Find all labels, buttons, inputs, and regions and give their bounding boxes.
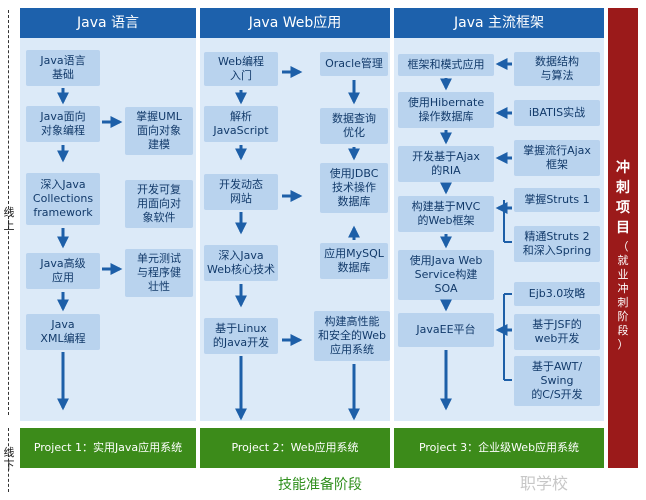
box-java-basics: Java语言基础: [26, 50, 100, 86]
online-divider-line: [8, 10, 9, 415]
box-oracle: Oracle管理: [320, 52, 388, 76]
offline-divider-line: [8, 428, 9, 492]
sprint-projects-bar: 冲刺项目 （就业冲刺阶段）: [608, 8, 638, 468]
online-label-text: 线上: [3, 206, 15, 232]
project-3-bar: Project 3：企业级Web应用系统: [394, 428, 604, 468]
box-struts1: 掌握Struts 1: [514, 188, 600, 212]
online-label: 线上: [2, 206, 16, 232]
box-javaee-platform: JavaEE平台: [398, 313, 494, 347]
offline-label: 线下: [2, 446, 16, 472]
sprint-subtitle: （就业冲刺阶段）: [617, 240, 629, 351]
project-1-bar: Project 1：实用Java应用系统: [20, 428, 196, 468]
box-query-optimization: 数据查询优化: [320, 108, 388, 144]
box-java-oop: Java面向对象编程: [26, 106, 100, 142]
project-2-bar: Project 2：Web应用系统: [200, 428, 390, 468]
header-java-language: Java 语言: [20, 8, 196, 38]
box-java-advanced: Java高级应用: [26, 253, 100, 289]
box-dynamic-website: 开发动态网站: [204, 174, 278, 210]
header-java-web: Java Web应用: [200, 8, 390, 38]
box-data-structures: 数据结构与算法: [514, 52, 600, 86]
header-java-frameworks: Java 主流框架: [394, 8, 604, 38]
box-ibatis: iBATIS实战: [514, 100, 600, 126]
box-reusable-software: 开发可复用面向对象软件: [125, 180, 193, 228]
watermark-text: 职学校: [520, 474, 569, 493]
box-ejb3: Ejb3.0攻略: [514, 282, 600, 306]
box-web-intro: Web编程入门: [204, 52, 278, 86]
watermark-logo: 职学校: [520, 470, 640, 496]
skill-preparation-stage-label: 技能准备阶段: [278, 477, 362, 493]
box-framework-patterns: 框架和模式应用: [398, 54, 494, 76]
offline-label-text: 线下: [3, 446, 15, 472]
sprint-title: 冲刺项目: [616, 160, 630, 236]
panel-java-language: [20, 38, 196, 421]
box-unit-testing: 单元测试与程序健壮性: [125, 249, 193, 297]
